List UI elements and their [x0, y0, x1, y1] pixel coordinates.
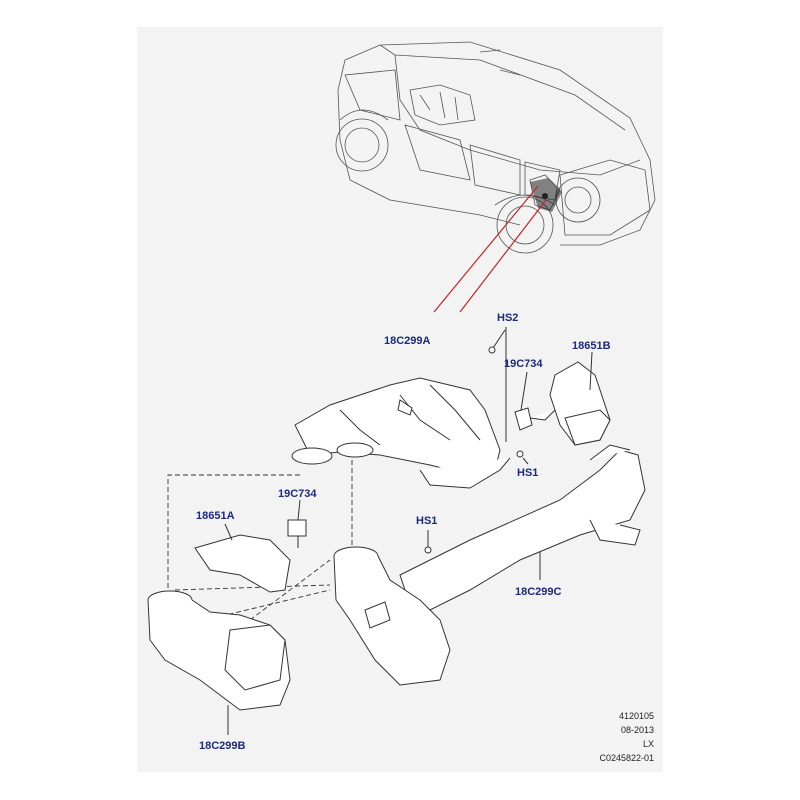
callout-hs1-top: HS1	[517, 467, 539, 479]
leader-lines-red	[433, 185, 547, 313]
callout-18c299b: 18C299B	[199, 740, 246, 752]
reference-drawing-number: C0245822-01	[599, 753, 654, 763]
callout-hs1-mid: HS1	[416, 515, 438, 527]
duct-18c299b	[147, 590, 291, 735]
sensor-19c734-top	[514, 371, 556, 431]
callout-hs2: HS2	[497, 312, 519, 324]
callout-19c734-left: 19C734	[278, 488, 317, 500]
duct-elbow-center	[333, 546, 451, 686]
screw-hs2	[488, 327, 507, 442]
reference-model: LX	[642, 739, 654, 749]
alignment-lines	[167, 460, 353, 621]
screw-hs1-top	[516, 450, 529, 465]
vehicle-outline	[335, 41, 656, 254]
duct-18c299a	[291, 377, 511, 489]
callout-18c299a: 18C299A	[384, 335, 431, 347]
callout-19c734-top: 19C734	[504, 358, 543, 370]
duct-18651a	[194, 523, 291, 593]
duct-18651b	[549, 351, 611, 446]
callout-18651b: 18651B	[572, 340, 611, 352]
reference-date: 08-2013	[620, 725, 654, 735]
screw-hs1-mid	[424, 530, 432, 554]
callout-18c299c: 18C299C	[515, 586, 562, 598]
sensor-19c734-left	[287, 499, 307, 548]
callout-18651a: 18651A	[196, 510, 235, 522]
reference-code: 4120105	[618, 711, 654, 721]
duct-18c299c	[399, 444, 646, 611]
